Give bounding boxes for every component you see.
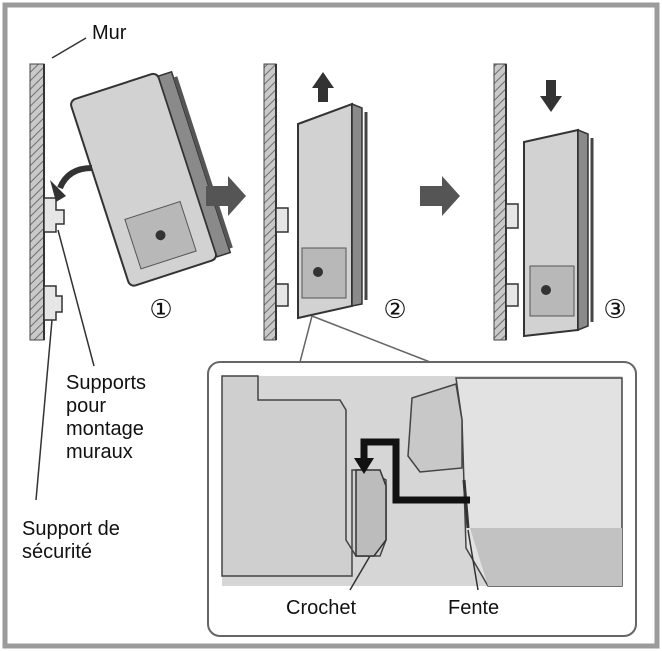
device-raised [297, 102, 368, 320]
movement-path [360, 438, 470, 504]
safety-bracket-1 [43, 285, 63, 321]
wall-brackets-label: Supports pour montage muraux [66, 372, 147, 463]
slot-shape [462, 479, 470, 529]
next-arrow-2 [420, 176, 460, 216]
wall-bracket-detail [221, 375, 387, 577]
detail-view [207, 361, 637, 637]
safety-bracket-leader [35, 319, 53, 501]
callout-line-right [311, 315, 431, 363]
step-3-illustration [493, 63, 594, 341]
wall-section-3 [493, 63, 507, 341]
hook-leader [349, 555, 371, 591]
wall-label: Mur [92, 22, 127, 44]
next-arrow-1 [206, 176, 246, 216]
step-number-1: ① [149, 295, 173, 325]
wall-section-2 [263, 63, 277, 341]
wall-section-1 [29, 63, 45, 341]
slot-label: Fente [448, 597, 500, 619]
lift-up-arrow [312, 72, 334, 88]
hook-label: Crochet [286, 597, 357, 619]
device-tab [407, 383, 463, 473]
push-down-arrow [540, 96, 562, 112]
step-1-illustration [29, 37, 233, 501]
hook-shape [355, 469, 387, 557]
device-seated [523, 128, 594, 338]
wall-leader-line [51, 37, 87, 59]
safety-bracket-label: Support de sécurité [22, 518, 120, 563]
wall-bracket-leader [57, 229, 95, 367]
device-tilted [70, 70, 233, 287]
step-2-illustration [263, 63, 368, 341]
slot-leader [467, 529, 479, 591]
step-number-3: ③ [603, 295, 627, 325]
callout-line-left [299, 315, 313, 363]
step-number-2: ② [383, 295, 407, 325]
